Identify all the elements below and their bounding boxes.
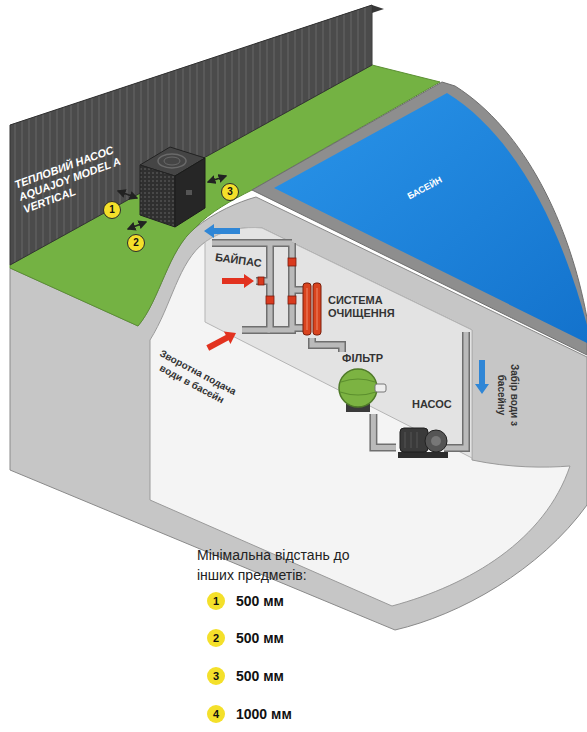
device-label: ФІЛЬТР: [342, 352, 383, 365]
pipe-outline: [312, 338, 342, 352]
pool-deck: [252, 82, 587, 355]
pipe-connector: [312, 338, 342, 352]
sand-filter: [339, 369, 386, 412]
flow-arrow: [222, 274, 254, 288]
pool-label: БАСЕЙН: [406, 174, 445, 201]
flow-label: Зворотна подача води в басейн: [141, 341, 249, 415]
pipe-outline: [373, 414, 396, 448]
legend-number: 1: [207, 592, 225, 610]
pipe: [312, 338, 342, 352]
pump: [398, 428, 448, 458]
flow-arrow: [475, 360, 489, 394]
flow-label: Забір води з басейну: [495, 360, 521, 430]
pool-water: [274, 93, 587, 343]
pipe-outline: [212, 243, 466, 448]
legend-text: 500 мм: [236, 667, 284, 685]
pipe-connector: [373, 414, 396, 448]
legend-heading: Мінімальна відстань до інших предметів:: [197, 545, 375, 585]
legend-text: 500 мм: [236, 629, 284, 647]
legend-number: 3: [207, 667, 225, 685]
legend-number: 2: [207, 629, 225, 647]
device-label: СИСТЕМА ОЧИЩЕННЯ: [328, 294, 400, 320]
pipe: [373, 414, 396, 448]
legend-text: 500 мм: [236, 592, 284, 610]
flow-arrow: [204, 327, 239, 354]
device-node: СИСТЕМА ОЧИЩЕННЯ: [300, 280, 402, 338]
pipe-label: БАЙПАС: [214, 250, 262, 269]
device-label: НАСОС: [412, 398, 452, 411]
callout-number: 3: [221, 183, 239, 201]
legend-number: 4: [207, 705, 225, 723]
callout-number: 2: [127, 234, 145, 252]
flow-arrow: [204, 224, 240, 238]
device-node: НАСОС: [396, 398, 458, 464]
heat-pump: [140, 147, 205, 227]
distance-arrow: [118, 176, 226, 229]
valve: [258, 258, 296, 304]
wall: [10, 5, 372, 265]
callout-number: 1: [103, 201, 121, 219]
legend-text: 1000 мм: [236, 705, 292, 723]
cleaning-cylinders: [303, 283, 321, 335]
device-node: ФІЛЬТР: [330, 352, 392, 414]
pipe: [212, 243, 466, 448]
